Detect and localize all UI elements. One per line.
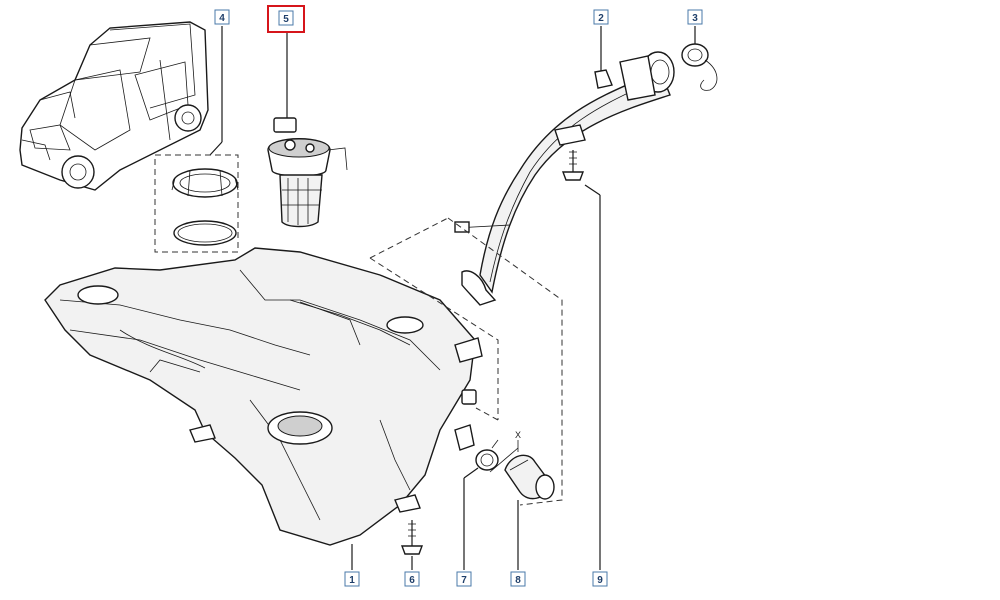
callout-6-label: 6 bbox=[409, 575, 415, 586]
assembly-outlines bbox=[369, 217, 563, 506]
hose-clamp bbox=[475, 439, 499, 471]
callout-4-label: 4 bbox=[219, 13, 225, 24]
callout-4[interactable]: 4 bbox=[214, 9, 230, 25]
callout-8[interactable]: 8 bbox=[510, 571, 526, 587]
bolt-6 bbox=[400, 520, 424, 555]
callout-2-label: 2 bbox=[598, 13, 604, 24]
fuel-pump-module[interactable] bbox=[267, 26, 348, 228]
leader-lines bbox=[351, 184, 601, 570]
vehicle-illustration bbox=[19, 21, 209, 191]
callout-8-label: 8 bbox=[515, 575, 521, 586]
filler-cap bbox=[681, 26, 718, 91]
callout-3[interactable]: 3 bbox=[687, 9, 703, 25]
fuel-tank bbox=[44, 247, 483, 546]
callout-2[interactable]: 2 bbox=[593, 9, 609, 25]
filler-neck bbox=[454, 26, 675, 306]
dimension-x-label: X bbox=[515, 430, 521, 440]
callout-4-group bbox=[154, 26, 239, 253]
dimension-x: X bbox=[489, 430, 521, 473]
callout-3-label: 3 bbox=[692, 13, 698, 24]
bolt-9 bbox=[561, 150, 585, 181]
callout-6[interactable]: 6 bbox=[404, 571, 420, 587]
callout-7[interactable]: 7 bbox=[456, 571, 472, 587]
callout-7-label: 7 bbox=[461, 575, 467, 586]
fill-hose bbox=[504, 454, 555, 500]
callout-5[interactable]: 5 bbox=[267, 5, 305, 33]
callout-5-label: 5 bbox=[283, 14, 289, 25]
callout-9[interactable]: 9 bbox=[592, 571, 608, 587]
callout-1[interactable]: 1 bbox=[344, 571, 360, 587]
callout-9-label: 9 bbox=[597, 575, 603, 586]
callout-1-label: 1 bbox=[349, 575, 355, 586]
